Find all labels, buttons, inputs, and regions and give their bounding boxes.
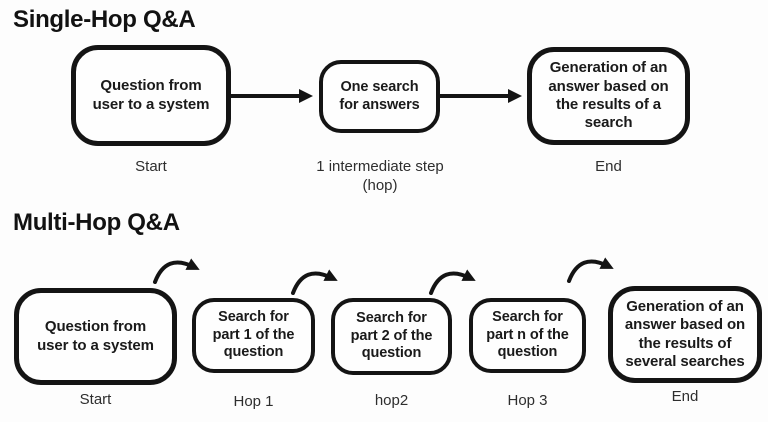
single-hop-start-label: Start	[135, 158, 167, 175]
single-hop-search-node: One search for answers	[319, 60, 440, 133]
single-hop-start-node: Question from user to a system	[71, 45, 231, 146]
multi-hop-searchn-node: Search for part n of the question	[469, 298, 586, 373]
multi-hop-search2-node: Search for part 2 of the question	[331, 298, 452, 375]
multi-hop-end-node: Generation of an answer based on the res…	[608, 286, 762, 383]
hop-arc-arrow-icon	[291, 269, 338, 295]
hop-arc-arrow-icon	[429, 269, 476, 295]
single-hop-end-label: End	[595, 158, 622, 175]
multi-hop-hop3-label: Hop 3	[507, 392, 548, 409]
right-arrow-icon	[439, 89, 522, 103]
multi-hop-title: Multi-Hop Q&A	[13, 209, 180, 236]
multi-hop-hop1-label: Hop 1	[233, 393, 274, 410]
multi-hop-search1-node: Search for part 1 of the question	[192, 298, 315, 373]
hop-arc-arrow-icon	[567, 257, 614, 283]
multi-hop-hop2-label: hop2	[374, 392, 409, 409]
multi-hop-end-label: End	[671, 388, 699, 405]
hop-arc-arrow-icon	[153, 258, 200, 284]
single-hop-title: Single-Hop Q&A	[13, 6, 196, 33]
multi-hop-start-node: Question from user to a system	[14, 288, 177, 385]
single-hop-step-label: 1 intermediate step (hop)	[316, 158, 444, 194]
multi-hop-start-label: Start	[79, 391, 112, 408]
right-arrow-icon	[230, 89, 313, 103]
single-hop-end-node: Generation of an answer based on the res…	[527, 47, 690, 145]
